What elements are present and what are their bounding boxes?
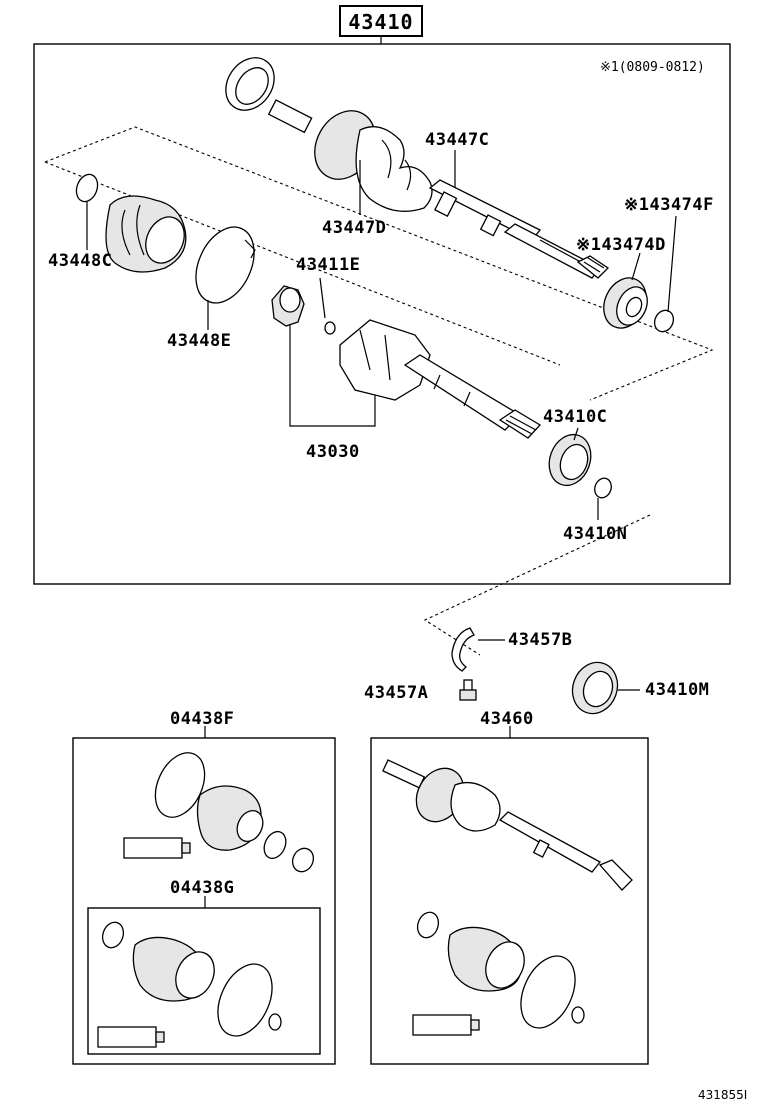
- date-note: ※1(0809-0812): [600, 60, 705, 75]
- inner-boot: [105, 195, 187, 273]
- label-43474F: ※143474F: [624, 195, 714, 215]
- label-43410M: 43410M: [645, 680, 709, 700]
- inboard-group-outline: [44, 126, 714, 401]
- label-43457A: 43457A: [364, 683, 428, 703]
- label-43411E: 43411E: [296, 255, 360, 275]
- label-43410N: 43410N: [563, 524, 627, 544]
- outboard-joint-assembly: [225, 57, 610, 279]
- snap-ring-43474F: [653, 309, 675, 333]
- seal-43410N: [594, 477, 612, 499]
- title-part-number: 43410: [348, 10, 413, 34]
- label-43410C: 43410C: [543, 407, 607, 427]
- tripod-joint: [271, 285, 336, 335]
- bolt-43457A: [459, 679, 477, 701]
- label-43474D: ※143474D: [576, 235, 666, 255]
- label-43460: 43460: [480, 709, 534, 729]
- seal-43410M: [571, 661, 619, 715]
- label-43448C: 43448C: [48, 251, 112, 271]
- label-43457B: 43457B: [508, 630, 572, 650]
- label-04438F: 04438F: [170, 709, 234, 729]
- label-43447D: 43447D: [322, 218, 386, 238]
- kit-04438G-parts: [97, 921, 282, 1048]
- clamp-band-43448E: [195, 226, 256, 304]
- kit-04438F-frame: [72, 737, 336, 1065]
- label-04438G: 04438G: [170, 878, 234, 898]
- footer-code: 431855I: [698, 1088, 747, 1102]
- assembly-43460-frame: [370, 737, 649, 1065]
- label-43448E: 43448E: [167, 331, 231, 351]
- main-assembly-frame: [33, 43, 731, 585]
- label-43447C: 43447C: [425, 130, 489, 150]
- bearing-43474D: [603, 277, 648, 329]
- snap-ring-43457B: [451, 627, 475, 672]
- kit-04438F-parts: [123, 752, 315, 873]
- kit-04438G-frame: [87, 907, 321, 1055]
- assembly-43460-parts: [382, 759, 633, 1036]
- outer-housing: [339, 319, 542, 439]
- label-43030: 43030: [306, 442, 360, 462]
- clamp-43448C: [75, 173, 99, 203]
- bearing-43410C: [548, 433, 592, 487]
